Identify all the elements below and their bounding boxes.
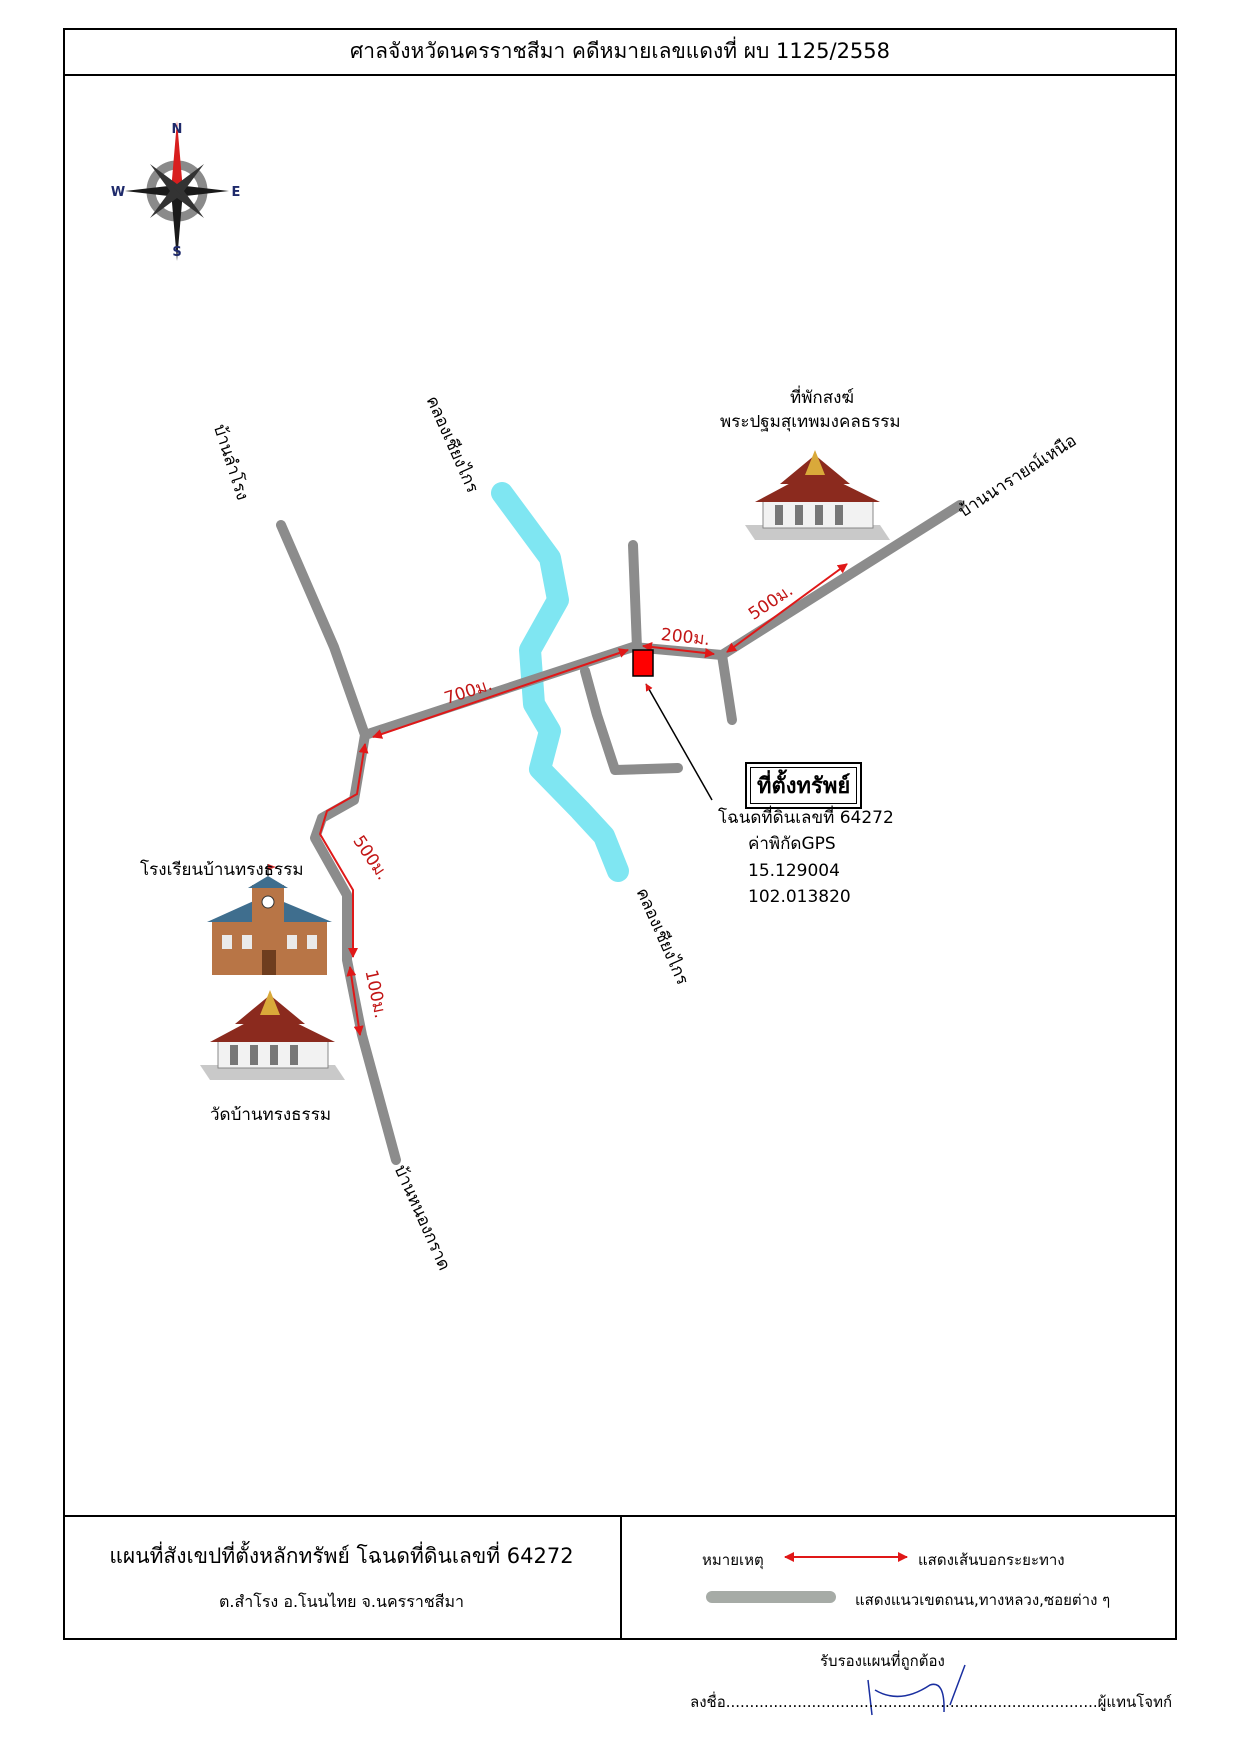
road-south-loop [580, 666, 683, 775]
temple-icon [200, 990, 345, 1080]
arrow-200 [642, 642, 715, 658]
legend-label: หมายเหตุ [702, 1551, 764, 1569]
label-monk-house-2: พระปฐมสุเทพมงคลธรรม [720, 412, 901, 432]
footer-subtitle: ต.สำโรง อ.โนนไทย จ.นครราชสีมา [219, 1592, 464, 1611]
property-deed: โฉนดที่ดินเลขที่ 64272 [718, 808, 894, 828]
footer-title: แผนที่สังเขปที่ตั้งหลักทรัพย์ โฉนดที่ดิน… [109, 1544, 574, 1568]
school-building-icon [207, 864, 332, 975]
compass-w: W [111, 185, 125, 200]
legend-road-text: แสดงแนวเขตถนน,ทางหลวง,ซอยต่าง ๆ [855, 1591, 1111, 1609]
arrow-700 [372, 648, 629, 739]
property-marker [632, 649, 654, 677]
arrow-500-south [318, 743, 369, 958]
distance-arrows [318, 563, 848, 1036]
label-monk-house-1: ที่พักสงฆ์ [790, 388, 854, 408]
property-lon: 102.013820 [748, 887, 851, 907]
compass-e: E [232, 185, 241, 200]
sign-dots: ........................................… [725, 1693, 1098, 1711]
signature-line: ลงชื่อ..................................… [690, 1690, 1172, 1714]
sign-suffix: ผู้แทนโจทก์ [1097, 1693, 1173, 1711]
compass-s: S [172, 245, 181, 260]
compass-n: N [172, 122, 183, 137]
roads [276, 500, 965, 1165]
arrow-100 [346, 966, 364, 1036]
certify-text: รับรองแผนที่ถูกต้อง [820, 1652, 945, 1670]
property-title: ที่ตั้งทรัพย์ [745, 762, 863, 809]
road-east-stub [717, 650, 737, 725]
signature-scribble [867, 1664, 966, 1716]
property-gps-label: ค่าพิกัดGPS [748, 834, 836, 854]
page-title: ศาลจังหวัดนครราชสีมา คดีหมายเลขแดงที่ ผบ… [63, 28, 1177, 76]
legend-arrow-text: แสดงเส้นบอกระยะทาง [918, 1551, 1065, 1569]
footer-divider-vertical [620, 1515, 622, 1640]
sign-prefix: ลงชื่อ [690, 1693, 726, 1711]
property-lat: 15.129004 [748, 861, 840, 881]
property-pointer [645, 683, 713, 801]
road-north-stub [628, 540, 642, 653]
label-school: โรงเรียนบ้านทรงธรรม [140, 860, 304, 880]
arrow-500-east [726, 563, 848, 653]
label-temple: วัดบ้านทรงธรรม [210, 1105, 332, 1125]
compass-rose-icon: N S W E [111, 121, 241, 261]
temple-icon [745, 450, 890, 540]
